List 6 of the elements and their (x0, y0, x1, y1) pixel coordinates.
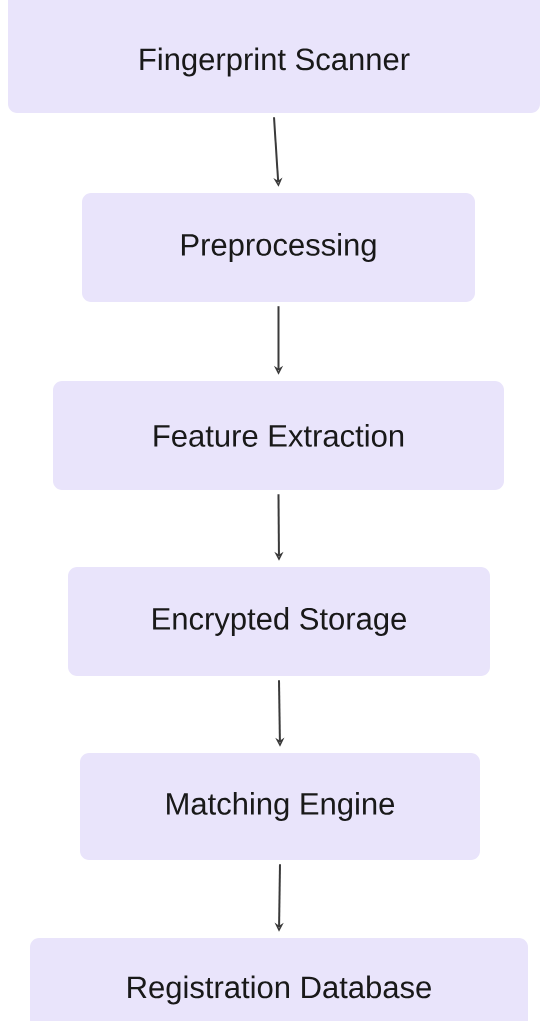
process-box: Matching Engine (80, 753, 480, 860)
process-box: Feature Extraction (53, 381, 504, 490)
process-box: Encrypted Storage (68, 567, 490, 676)
process-box: Fingerprint Scanner (8, 0, 540, 113)
process-box: Preprocessing (82, 193, 475, 302)
process-box: Registration Database (30, 938, 528, 1021)
